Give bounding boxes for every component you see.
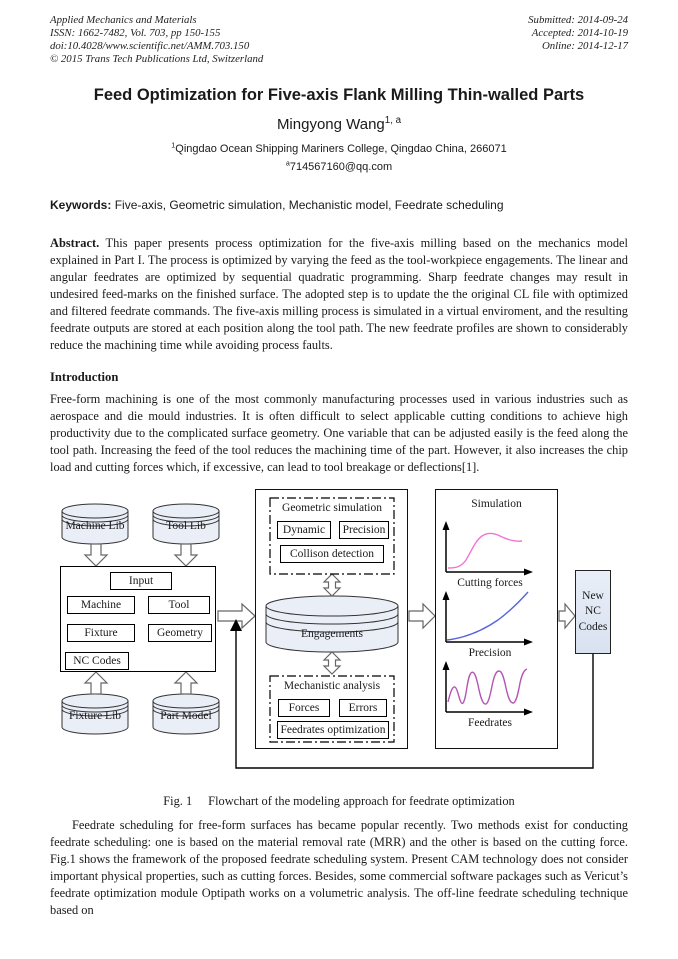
paper-title: Feed Optimization for Five-axis Flank Mi… [93, 86, 585, 104]
doi-line: doi:10.4028/www.scientific.net/AMM.703.1… [50, 40, 250, 52]
simulation-title: Simulation [471, 498, 522, 510]
block-arrow-up-1 [83, 671, 109, 695]
affiliation-superscript: 1 [171, 141, 176, 150]
double-arrow-2 [322, 651, 342, 675]
block-arrow-right-2 [408, 602, 436, 630]
precision-curve [446, 591, 529, 641]
fixture-lib-label: Fixture Lib [68, 710, 122, 722]
forces-box: Forces [278, 699, 330, 717]
accepted-line: Accepted: 2014-10-19 [531, 27, 628, 39]
figure-caption-prefix: Fig. 1 [163, 794, 193, 808]
abstract-label: Abstract. [50, 236, 100, 250]
keywords-text: Five-axis, Geometric simulation, Mechani… [114, 198, 504, 212]
feedrates-plot-axes [442, 661, 533, 716]
feedrates-curve [447, 668, 528, 705]
submitted-line: Submitted: 2014-09-24 [528, 14, 628, 26]
author-superscript: 1, a [384, 115, 402, 126]
page-root: Applied Mechanics and Materials ISSN: 16… [50, 14, 658, 917]
tool-lib-label: Tool Lib [166, 520, 206, 532]
copyright-line: © 2015 Trans Tech Publications Ltd, Swit… [50, 53, 264, 65]
journal-header-left: Applied Mechanics and Materials ISSN: 16… [50, 14, 263, 66]
new-nc-codes-box: New NC Codes [575, 570, 611, 654]
email-superscript: a [285, 159, 290, 168]
author-line: Mingyong Wang1, a [50, 116, 628, 133]
mechanistic-analysis-title: Mechanistic analysis [283, 680, 381, 692]
journal-header: Applied Mechanics and Materials ISSN: 16… [50, 14, 628, 66]
part-model-cylinder [152, 693, 220, 735]
block-arrow-right-3 [558, 602, 576, 630]
fixture-lib-cylinder [61, 693, 129, 735]
engagements-label: Engagements [301, 628, 363, 640]
figure-flowchart: Machine Lib Tool Lib Fixture Lib Part Mo… [58, 484, 658, 784]
cutting-forces-curve [447, 532, 523, 569]
nc-codes-box: NC Codes [65, 652, 129, 670]
feedrates-optimization-box: Feedrates optimization [277, 721, 389, 739]
email-line: a714567160@qq.com [50, 159, 628, 173]
affiliation-line: 1Qingdao Ocean Shipping Mariners College… [50, 141, 628, 155]
block-arrow-down-2 [173, 543, 199, 567]
simulation-stage-box [435, 489, 558, 749]
feedback-arrowhead [230, 619, 242, 631]
issn-line: ISSN: 1662-7482, Vol. 703, pp 150-155 [50, 27, 221, 39]
feedrates-label: Feedrates [467, 717, 513, 729]
author-name: Mingyong Wang [276, 116, 385, 133]
engagements-cylinder [265, 595, 399, 653]
block-arrow-down-1 [83, 543, 109, 567]
engagement-stage-box [255, 489, 408, 749]
journal-name: Applied Mechanics and Materials [50, 14, 197, 26]
flowchart-canvas [61, 497, 594, 769]
abstract-paragraph: Abstract. This paper presents process op… [50, 235, 628, 354]
keywords-label: Keywords: [50, 198, 112, 212]
feedback-line [235, 624, 594, 769]
cutting-forces-label: Cutting forces [457, 577, 523, 589]
cutting-forces-plot-axes [442, 521, 533, 576]
email-text: 714567160@qq.com [289, 161, 393, 173]
geometric-simulation-border [269, 497, 395, 575]
tool-box: Tool [148, 596, 210, 614]
geometric-simulation-title: Geometric simulation [282, 502, 382, 514]
double-arrow-1 [322, 573, 342, 597]
precision-box: Precision [339, 521, 389, 539]
machine-lib-label: Machine Lib [65, 520, 125, 532]
machine-box: Machine [67, 596, 135, 614]
keywords-line: Keywords: Five-axis, Geometric simulatio… [50, 198, 628, 212]
journal-header-right: Submitted: 2014-09-24 Accepted: 2014-10-… [528, 14, 628, 66]
machine-lib-cylinder [61, 503, 129, 545]
part-model-label: Part Model [160, 710, 212, 722]
affiliation-text: Qingdao Ocean Shipping Mariners College,… [175, 143, 507, 155]
abstract-text: This paper presents process optimization… [50, 236, 629, 352]
precision-plot-axes [442, 591, 533, 646]
figure-caption: Fig. 1 Flowchart of the modeling approach… [50, 794, 628, 809]
block-arrow-up-2 [173, 671, 199, 695]
after-figure-paragraph: Feedrate scheduling for free-form surfac… [50, 818, 628, 917]
fixture-box: Fixture [67, 624, 135, 642]
input-box: Input [110, 572, 172, 590]
introduction-heading: Introduction [50, 370, 119, 384]
dynamic-box: Dynamic [277, 521, 331, 539]
block-arrow-right-1 [217, 602, 256, 630]
collison-detection-box: Collison detection [280, 545, 384, 563]
geometry-box: Geometry [148, 624, 212, 642]
precision-plot-label: Precision [468, 647, 512, 659]
online-line: Online: 2014-12-17 [541, 40, 628, 52]
errors-box: Errors [339, 699, 387, 717]
tool-lib-cylinder [152, 503, 220, 545]
figure-caption-text: Flowchart of the modeling approach for f… [208, 794, 515, 808]
mechanistic-analysis-border [269, 675, 395, 743]
introduction-paragraph: Free-form machining is one of the most c… [50, 392, 628, 474]
input-stage-box [60, 566, 216, 672]
